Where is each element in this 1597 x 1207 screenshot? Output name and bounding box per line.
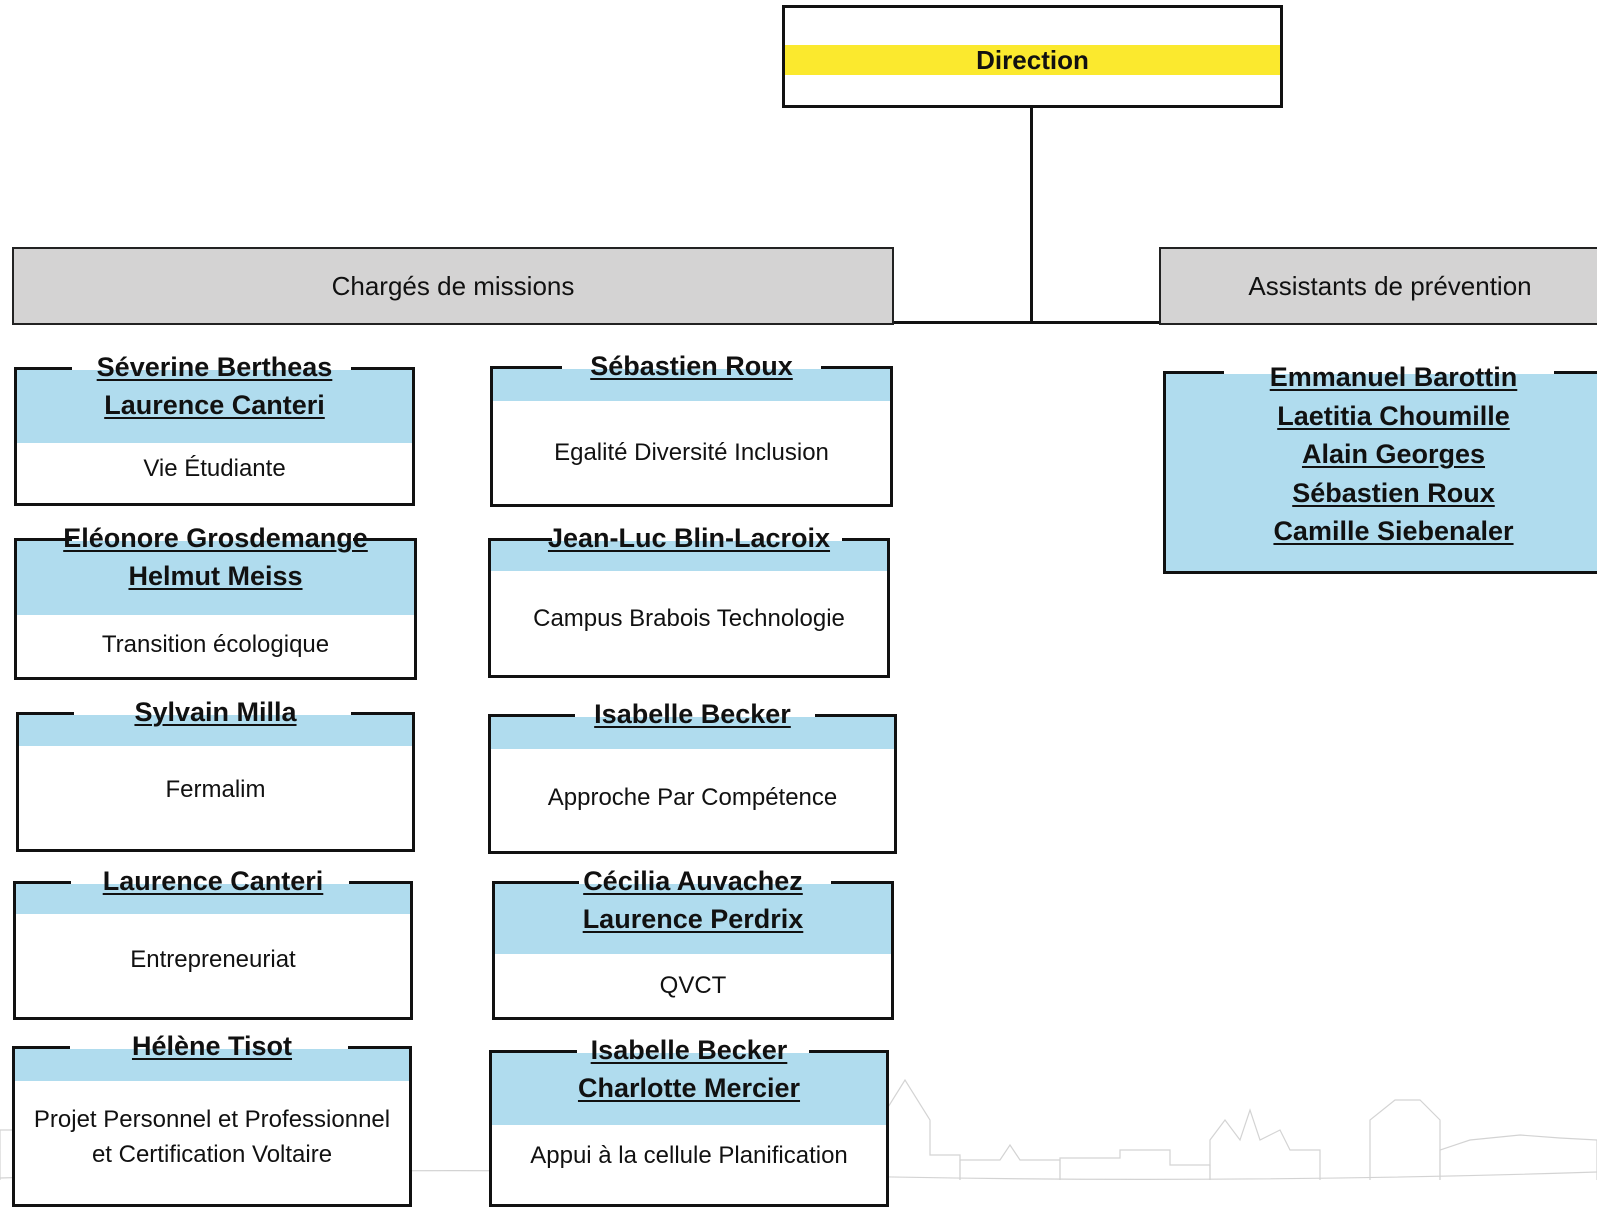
mission-topic: Fermalim (165, 776, 266, 803)
person-name: Sylvain Milla (134, 697, 297, 727)
mission-card-qvct: Cécilia Auvachez Laurence Perdrix QVCT (492, 866, 894, 1020)
mission-topic: Egalité Diversité Inclusion (554, 439, 829, 466)
person-name: Eléonore Grosdemange (63, 523, 368, 553)
person-name: Jean-Luc Blin-Lacroix (547, 523, 831, 553)
mission-card-fermalim: Sylvain Milla Fermalim (16, 697, 415, 852)
mission-card-approche-competence: Isabelle Becker Approche Par Compétence (488, 699, 897, 854)
direction-label: Direction (785, 45, 1280, 75)
header-assistants-de-prevention: Assistants de prévention (1159, 247, 1597, 325)
direction-box: Direction (782, 5, 1283, 108)
mission-topic: Vie Étudiante (143, 455, 286, 482)
person-name: Camille Siebenaler (1273, 516, 1514, 546)
mission-topic: QVCT (659, 972, 727, 999)
mission-card-campus-brabois: Jean-Luc Blin-Lacroix Campus Brabois Tec… (488, 523, 890, 678)
person-name: Cécilia Auvachez (583, 866, 803, 896)
connector-vertical (1030, 108, 1033, 324)
person-name: Hélène Tisot (131, 1031, 293, 1061)
person-name: Sébastien Roux (590, 351, 793, 381)
mission-topic: Projet Personnel et Professionnel (33, 1106, 391, 1133)
person-name: Laurence Perdrix (582, 904, 804, 934)
prevention-assistants-box: Emmanuel Barottin Laetitia Choumille Ala… (1163, 362, 1597, 574)
mission-topic: Campus Brabois Technologie (533, 605, 845, 632)
mission-card-appui-planification: Isabelle Becker Charlotte Mercier Appui … (489, 1035, 889, 1207)
person-name: Charlotte Mercier (577, 1073, 801, 1103)
person-name: Isabelle Becker (594, 699, 791, 729)
person-name: Séverine Bertheas (96, 352, 333, 382)
mission-card-egalite-diversite: Sébastien Roux Egalité Diversité Inclusi… (490, 351, 893, 507)
mission-topic: Appui à la cellule Planification (530, 1142, 848, 1169)
mission-topic: Transition écologique (101, 631, 330, 658)
mission-card-vie-etudiante: Séverine Bertheas Laurence Canteri Vie É… (14, 352, 415, 506)
person-name: Sébastien Roux (1292, 477, 1495, 508)
mission-card-transition-ecologique: Eléonore Grosdemange Helmut Meiss Transi… (14, 523, 417, 680)
person-name: Laurence Canteri (102, 866, 324, 896)
mission-topic: Approche Par Compétence (547, 784, 838, 811)
person-name: Laurence Canteri (104, 390, 325, 420)
person-name: Laetitia Choumille (1277, 400, 1510, 431)
person-name: Isabelle Becker (590, 1035, 788, 1065)
mission-card-entrepreneuriat: Laurence Canteri Entrepreneuriat (13, 866, 413, 1020)
mission-topic-line2: et Certification Voltaire (91, 1141, 333, 1168)
mission-topic: Entrepreneuriat (130, 946, 296, 973)
mission-card-projet-personnel: Hélène Tisot Projet Personnel et Profess… (12, 1031, 412, 1207)
connector-horizontal (894, 321, 1159, 324)
header-charges-de-missions: Chargés de missions (12, 247, 894, 325)
person-name: Helmut Meiss (128, 561, 303, 591)
person-name: Alain Georges (1301, 439, 1486, 469)
person-name: Emmanuel Barottin (1269, 362, 1518, 392)
